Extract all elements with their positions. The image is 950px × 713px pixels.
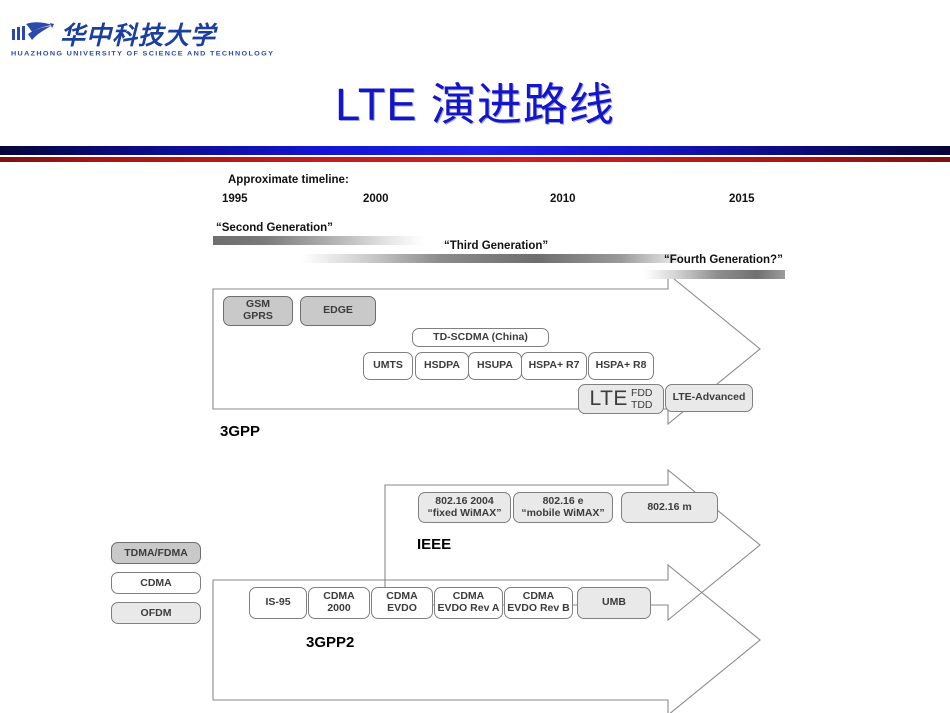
logo-chinese-name: 华中科技大学 bbox=[60, 23, 217, 50]
tech-box-cdma-evdo-rev-a[interactable]: CDMA EVDO Rev A bbox=[434, 587, 503, 619]
tech-line1: HSUPA bbox=[477, 359, 513, 372]
lte-fdd-label: FDD bbox=[630, 386, 653, 399]
group-label-3gpp2: 3GPP2 bbox=[306, 634, 355, 651]
legend-item-tdma-fdma[interactable]: TDMA/FDMA bbox=[111, 542, 201, 564]
tech-line1: HSPA+ R8 bbox=[595, 359, 647, 372]
tech-line2: 2000 bbox=[327, 602, 351, 614]
tech-line1: 802.16 2004 bbox=[435, 494, 494, 507]
tech-line1: CDMA bbox=[452, 590, 485, 603]
era-bar-third-generation bbox=[302, 254, 682, 263]
tech-box-hsupa[interactable]: HSUPA bbox=[468, 352, 522, 380]
tech-line2: “mobile WiMAX” bbox=[521, 506, 605, 519]
tech-line1: HSPA+ R7 bbox=[528, 359, 580, 372]
tech-box-is-95[interactable]: IS-95 bbox=[249, 587, 307, 619]
lte-label: LTE bbox=[589, 387, 628, 411]
lte-tdd-label: TDD bbox=[630, 399, 653, 411]
header-rule-red bbox=[0, 157, 950, 162]
tech-box-gsm-gprs[interactable]: GSM GPRS bbox=[223, 296, 293, 326]
tech-line1: CDMA bbox=[323, 590, 355, 603]
hust-emblem-icon bbox=[12, 22, 54, 40]
tech-line2: EVDO Rev A bbox=[437, 602, 500, 614]
tech-line1: 802.16 m bbox=[647, 500, 692, 513]
tech-line1: HSDPA bbox=[424, 359, 460, 372]
tech-box-hspa-plus-r7[interactable]: HSPA+ R7 bbox=[521, 352, 587, 380]
tech-line1: TD-SCDMA (China) bbox=[433, 330, 528, 343]
tech-box-cdma-evdo-rev-b[interactable]: CDMA EVDO Rev B bbox=[504, 587, 573, 619]
tech-box-cdma-evdo[interactable]: CDMA EVDO bbox=[371, 587, 433, 619]
legend-item-cdma[interactable]: CDMA bbox=[111, 572, 201, 594]
tech-line2: “fixed WiMAX” bbox=[427, 506, 502, 519]
era-bar-second-generation bbox=[213, 236, 423, 245]
legend-label: TDMA/FDMA bbox=[124, 547, 188, 559]
evolution-diagram: Approximate timeline: 1995 2000 2010 201… bbox=[0, 162, 950, 713]
timeline-year-2010: 2010 bbox=[550, 193, 576, 205]
tech-box-hsdpa[interactable]: HSDPA bbox=[415, 352, 469, 380]
era-bar-fourth-generation bbox=[645, 270, 785, 279]
tech-line1: IS-95 bbox=[265, 596, 291, 609]
timeline-caption: Approximate timeline: bbox=[228, 174, 349, 186]
tech-line2: EVDO Rev B bbox=[507, 602, 570, 614]
tech-line1: UMB bbox=[602, 596, 626, 609]
tech-line2: GPRS bbox=[243, 310, 273, 322]
tech-line1: LTE-Advanced bbox=[672, 391, 746, 404]
legend-label: CDMA bbox=[140, 577, 172, 589]
lte-duplex-modes: FDD TDD bbox=[631, 387, 653, 411]
tech-box-802-16-m[interactable]: 802.16 m bbox=[621, 492, 718, 523]
tech-box-802-16-e[interactable]: 802.16 e “mobile WiMAX” bbox=[513, 492, 613, 523]
era-label-third-generation: “Third Generation” bbox=[444, 240, 549, 252]
tech-line1: CDMA bbox=[522, 590, 555, 603]
timeline-year-2000: 2000 bbox=[363, 193, 389, 205]
tech-line1: GSM bbox=[246, 298, 270, 311]
tech-box-umb[interactable]: UMB bbox=[577, 587, 651, 619]
tech-box-td-scdma[interactable]: TD-SCDMA (China) bbox=[412, 328, 549, 347]
tech-line1: CDMA bbox=[386, 590, 418, 603]
timeline-year-2015: 2015 bbox=[729, 193, 755, 205]
era-label-second-generation: “Second Generation” bbox=[216, 222, 333, 234]
tech-box-edge[interactable]: EDGE bbox=[300, 296, 376, 326]
tech-line1: 802.16 e bbox=[542, 494, 584, 507]
tech-box-hspa-plus-r8[interactable]: HSPA+ R8 bbox=[588, 352, 654, 380]
tech-box-umts[interactable]: UMTS bbox=[363, 352, 413, 380]
group-label-ieee: IEEE bbox=[417, 536, 452, 553]
university-logo: 华中科技大学 HUAZHONG UNIVERSITY OF SCIENCE AN… bbox=[8, 16, 273, 62]
era-label-fourth-generation: “Fourth Generation?” bbox=[664, 254, 783, 266]
logo-english-name: HUAZHONG UNIVERSITY OF SCIENCE AND TECHN… bbox=[11, 49, 275, 58]
timeline-year-1995: 1995 bbox=[222, 193, 248, 205]
group-label-3gpp: 3GPP bbox=[220, 423, 261, 440]
arrow-3gpp2 bbox=[212, 563, 761, 713]
tech-box-lte-advanced[interactable]: LTE-Advanced bbox=[665, 384, 753, 412]
tech-line2: EVDO bbox=[387, 602, 417, 614]
legend-item-ofdm[interactable]: OFDM bbox=[111, 602, 201, 624]
header-rule-white bbox=[0, 155, 950, 157]
page-title: LTE 演进路线 bbox=[335, 79, 615, 130]
tech-line1: EDGE bbox=[323, 304, 353, 317]
header-rule-blue bbox=[0, 146, 950, 155]
tech-line1: UMTS bbox=[373, 359, 403, 372]
tech-box-lte[interactable]: LTE FDD TDD bbox=[578, 384, 664, 414]
tech-box-802-16-2004[interactable]: 802.16 2004 “fixed WiMAX” bbox=[418, 492, 511, 523]
legend-label: OFDM bbox=[140, 607, 172, 619]
tech-box-cdma-2000[interactable]: CDMA 2000 bbox=[308, 587, 370, 619]
